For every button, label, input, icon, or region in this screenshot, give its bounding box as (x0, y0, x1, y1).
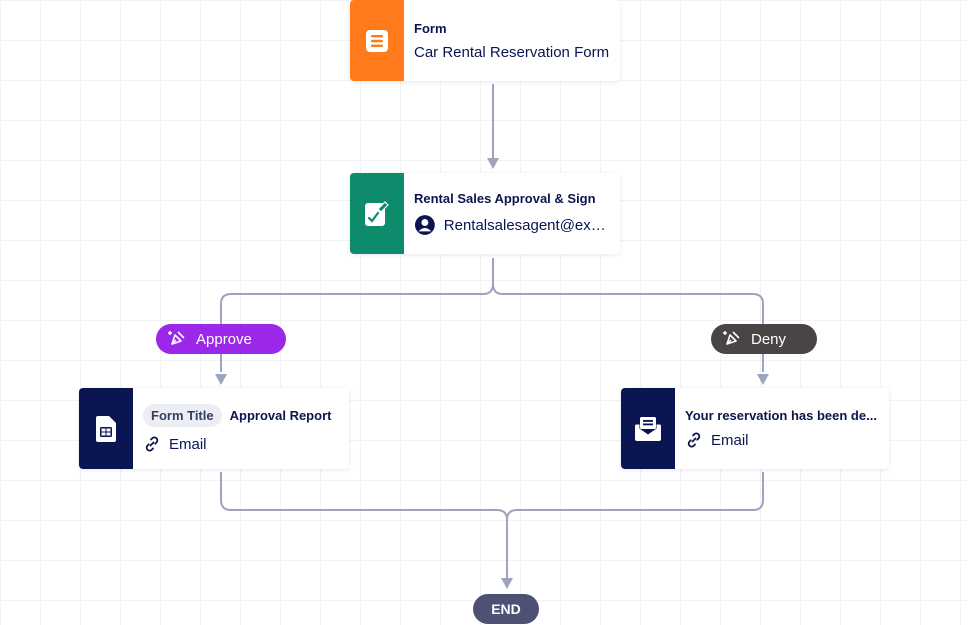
pdf-report-icon (96, 415, 116, 442)
form-node[interactable]: Form Car Rental Reservation Form (350, 0, 620, 81)
connector-merge-right (506, 472, 764, 521)
end-node: END (473, 594, 539, 624)
approval-node-icon-box (350, 173, 404, 254)
user-circle-icon (414, 215, 435, 235)
approve-branch-pill[interactable]: Approve (156, 324, 286, 354)
deny-email-icon-box (621, 388, 675, 469)
deny-email-title: Your reservation has been de... (685, 408, 877, 423)
arrowhead-approve-branch (215, 374, 227, 385)
form-node-subtitle: Car Rental Reservation Form (414, 44, 610, 61)
approve-email-label: Email (169, 435, 207, 453)
connector-approval-split (220, 258, 494, 372)
arrowhead-deny-branch (757, 374, 769, 385)
link-icon (687, 432, 701, 448)
deny-branch-pill[interactable]: Deny (711, 324, 817, 354)
approve-email-title-row: Form Title Approval Report (143, 404, 339, 427)
form-name: Car Rental Reservation Form (414, 43, 610, 61)
envelope-icon (635, 416, 661, 441)
deny-email-node[interactable]: Your reservation has been de... Email (621, 388, 889, 469)
approval-node[interactable]: Rental Sales Approval & Sign Rentalsales… (350, 173, 620, 254)
pen-sparkle-icon (168, 331, 185, 345)
form-document-icon (366, 29, 388, 52)
deny-label: Deny (751, 330, 787, 348)
approval-node-assignee: Rentalsalesagent@exa... (414, 214, 610, 236)
arrowhead-approval (487, 158, 499, 169)
approve-email-channel: Email (143, 435, 339, 453)
connector-merge-left (220, 472, 508, 580)
approval-node-body: Rental Sales Approval & Sign Rentalsales… (404, 173, 620, 254)
deny-email-body: Your reservation has been de... Email (675, 388, 889, 469)
assignee-email: Rentalsalesagent@exa... (443, 216, 610, 234)
approve-email-icon-box (79, 388, 133, 469)
approve-email-body: Form Title Approval Report Email (133, 388, 349, 469)
form-node-icon-box (350, 0, 404, 81)
approve-label: Approve (196, 330, 252, 348)
deny-email-label: Email (711, 431, 749, 449)
deny-email-channel: Email (685, 431, 879, 449)
connector-approval-split-right (492, 283, 764, 372)
arrowhead-end (501, 578, 513, 589)
form-title-tag: Form Title (143, 404, 222, 427)
form-node-title: Form (414, 20, 447, 36)
link-icon (145, 436, 159, 452)
form-node-body: Form Car Rental Reservation Form (404, 0, 620, 81)
approve-email-node[interactable]: Form Title Approval Report Email (79, 388, 349, 469)
pen-sparkle-icon (723, 331, 740, 345)
approve-email-title: Approval Report (229, 408, 332, 423)
sign-document-icon (365, 200, 389, 226)
approval-node-title: Rental Sales Approval & Sign (414, 191, 596, 206)
